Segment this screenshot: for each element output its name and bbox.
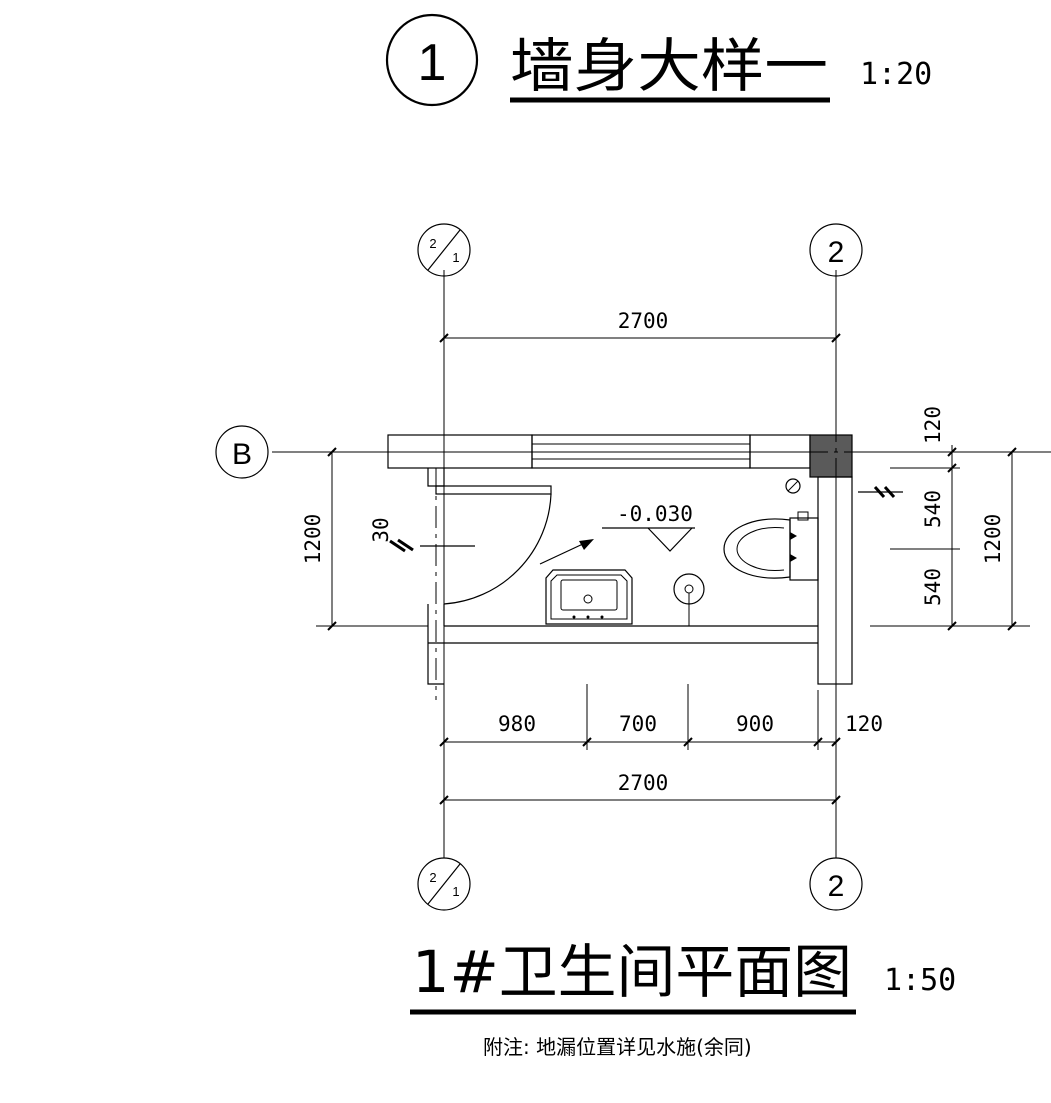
slope-arrow [539, 539, 594, 565]
dim-bottom-segments: 980 700 900 120 [439, 684, 883, 750]
detail-title: 1 墙身大样一 1:20 [385, 13, 932, 107]
door [435, 485, 552, 605]
dim-top-overall: 2700 [439, 309, 841, 343]
left-wall-lower [427, 604, 444, 685]
threshold-dim: 30 [369, 517, 393, 542]
threshold-mark: 30 [369, 517, 475, 553]
floor-drain [673, 573, 705, 626]
plan-title-text: 1#卫生间平面图 [412, 938, 852, 1006]
dim-bottom-seg-980: 980 [498, 712, 536, 736]
axis-bottom-left-den: 1 [452, 884, 459, 899]
detail-number: 1 [418, 34, 447, 92]
dim-right-seg-120: 120 [921, 406, 945, 444]
plan-note: 附注: 地漏位置详见水施(余同) [483, 1035, 752, 1059]
detail-number-circle [385, 13, 479, 107]
wall-break-mark [858, 485, 903, 499]
axis-bottom-left-num: 2 [429, 870, 436, 885]
detail-title-text: 墙身大样一 [510, 32, 828, 100]
axis-bubble-b: B [215, 425, 269, 479]
dim-right-height: 1200 [960, 447, 1030, 631]
toilet-tank [789, 517, 819, 581]
toilet-bowl [723, 518, 791, 579]
dim-right-seg-540b: 540 [921, 568, 945, 606]
axis-top-right-label: 2 [828, 236, 845, 269]
toilet [723, 511, 819, 581]
door-leaf [435, 485, 552, 495]
axis-bottom-right-label: 2 [828, 870, 845, 903]
axis-top-left-den: 1 [452, 250, 459, 265]
axis-bubble-top-right: 2 [809, 223, 863, 277]
column-ne [809, 434, 853, 478]
dim-bottom-seg-700: 700 [619, 712, 657, 736]
dim-right-height-text: 1200 [981, 514, 1005, 565]
plan-title: 1#卫生间平面图 1:50 [410, 938, 956, 1015]
dim-left-height-text: 1200 [301, 514, 325, 565]
dim-top-overall-text: 2700 [618, 309, 669, 333]
floor-level-mark: -0.030 [602, 502, 695, 552]
axis-b-label: B [232, 438, 252, 471]
dim-left-height: 1200 [301, 447, 428, 631]
walls [387, 434, 853, 685]
vent-pipe [785, 478, 801, 494]
axis-bubble-top-left: 2 1 [417, 223, 471, 277]
dim-right-segments: 120 540 540 [870, 406, 960, 631]
right-wall [817, 476, 853, 685]
dim-bottom-overall-text: 2700 [618, 771, 669, 795]
dim-bottom-seg-120: 120 [845, 712, 883, 736]
washbasin [545, 569, 633, 625]
axis-bubble-bottom-left: 2 1 [417, 857, 471, 911]
dim-bottom-overall: 2700 [439, 771, 841, 805]
plan-scale: 1:50 [884, 963, 956, 998]
detail-scale: 1:20 [860, 57, 932, 92]
dim-bottom-seg-900: 900 [736, 712, 774, 736]
dim-right-seg-540a: 540 [921, 490, 945, 528]
axis-top-left-num: 2 [429, 236, 436, 251]
floor-level-text: -0.030 [617, 502, 693, 526]
door-swing-arc [443, 493, 552, 605]
axis-bubble-bottom-right: 2 [809, 857, 863, 911]
